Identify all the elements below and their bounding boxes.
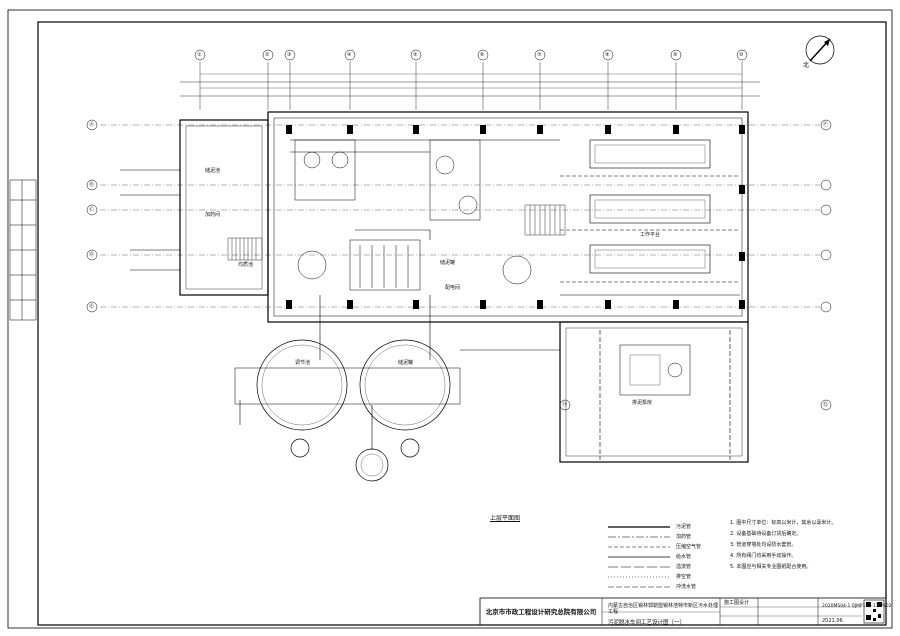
axis-bubbles-right bbox=[559, 119, 832, 411]
legend-label-1: 污泥管 bbox=[676, 524, 692, 530]
stairs bbox=[227, 204, 566, 261]
axis-bubbles-top bbox=[194, 49, 748, 61]
axis-label-7: ⑦ bbox=[537, 52, 542, 58]
stamp-text: 施工图设计 bbox=[724, 600, 750, 606]
legend-label-4: 给水管 bbox=[676, 554, 692, 560]
axis-label-6: ⑥ bbox=[480, 52, 485, 58]
room-label-1: 储泥池 bbox=[205, 168, 221, 174]
axis-label-11: ⑪ bbox=[562, 402, 568, 408]
axis-label-3: ③ bbox=[287, 52, 292, 58]
north-arrow-icon bbox=[805, 35, 835, 65]
piping bbox=[120, 139, 740, 460]
row-label-e: Ⓔ bbox=[89, 304, 95, 310]
room-label-2: 调节池 bbox=[295, 360, 311, 366]
room-label-4: 工作平台 bbox=[640, 232, 661, 238]
axis-label-8: ⑧ bbox=[605, 52, 610, 58]
axis-bubbles-left bbox=[86, 119, 98, 313]
outer-border bbox=[7, 9, 893, 629]
axis-label-9: ⑨ bbox=[673, 52, 678, 58]
axis-label-4: ④ bbox=[347, 52, 352, 58]
legend-label-3: 压缩空气管 bbox=[676, 544, 702, 550]
row-label-d: Ⓓ bbox=[89, 252, 95, 258]
axis-label-5: ⑤ bbox=[413, 52, 418, 58]
legend-label-6: 排空管 bbox=[676, 574, 692, 580]
signoff-strip bbox=[9, 179, 37, 321]
note-1: 1. 图中尺寸单位：标高以米计，其余以毫米计。 bbox=[730, 520, 837, 526]
legend-label-7: 冲洗水管 bbox=[676, 584, 697, 590]
row-label-a: Ⓐ bbox=[89, 122, 95, 128]
axis-label-2: ② bbox=[265, 52, 270, 58]
row-label-c: Ⓒ bbox=[89, 207, 95, 213]
note-4: 4. 所有阀门均采用手动操作。 bbox=[730, 553, 797, 559]
equipment-right-room bbox=[619, 344, 691, 396]
sludge-tanks bbox=[234, 339, 461, 482]
company-name: 北京市市政工程设计研究总院有限公司 bbox=[485, 608, 597, 616]
drawing-number: 2020MS04-1 0JMP1S2-17-PS02 bbox=[822, 604, 892, 609]
dewatering-machines bbox=[589, 139, 711, 274]
room-label-9: 排泥泵房 bbox=[632, 400, 653, 406]
axis-label-12: ⑫ bbox=[823, 402, 829, 408]
plan-title: 上层平面图 bbox=[490, 515, 521, 522]
room-label-5: 配电间 bbox=[445, 285, 461, 291]
title-block bbox=[479, 597, 887, 626]
dimension-lines bbox=[200, 73, 742, 89]
room-label-8: 储泥罐 bbox=[398, 360, 414, 366]
legend-label-5: 溢流管 bbox=[676, 564, 692, 570]
axis-label-1: ① bbox=[197, 52, 202, 58]
columns bbox=[286, 125, 745, 309]
legend-lines bbox=[608, 526, 670, 588]
row-label-f: Ⓕ bbox=[823, 122, 829, 128]
axis-label-10: ⑩ bbox=[739, 52, 744, 58]
qr-code-icon bbox=[866, 602, 882, 621]
drawing-date: 2021.06 bbox=[822, 618, 843, 624]
note-5: 5. 本图应与相关专业图纸配合使用。 bbox=[730, 564, 812, 570]
note-3: 3. 管道穿墙处均设防水套管。 bbox=[730, 542, 797, 548]
project-name: 内蒙古自治区锡林郭勒盟锡林浩特市新区污水处理工程 bbox=[608, 603, 719, 615]
pump-group bbox=[294, 139, 532, 291]
inner-border bbox=[37, 21, 887, 626]
building-walls bbox=[179, 111, 749, 463]
room-label-3: 加药间 bbox=[205, 212, 221, 218]
row-label-b: Ⓑ bbox=[89, 182, 95, 188]
legend-label-2: 加药管 bbox=[676, 534, 692, 540]
room-label-6: 储泥罐 bbox=[440, 260, 456, 266]
north-label: 北 bbox=[803, 62, 810, 69]
note-2: 2. 设备基础待设备订货后确定。 bbox=[730, 531, 802, 537]
drawing-name: 污泥脱水车间工艺设计图（一） bbox=[608, 620, 686, 626]
axis-grid-top bbox=[180, 62, 760, 110]
axis-grid-left bbox=[100, 124, 820, 308]
room-label-7: 均质池 bbox=[238, 262, 254, 268]
